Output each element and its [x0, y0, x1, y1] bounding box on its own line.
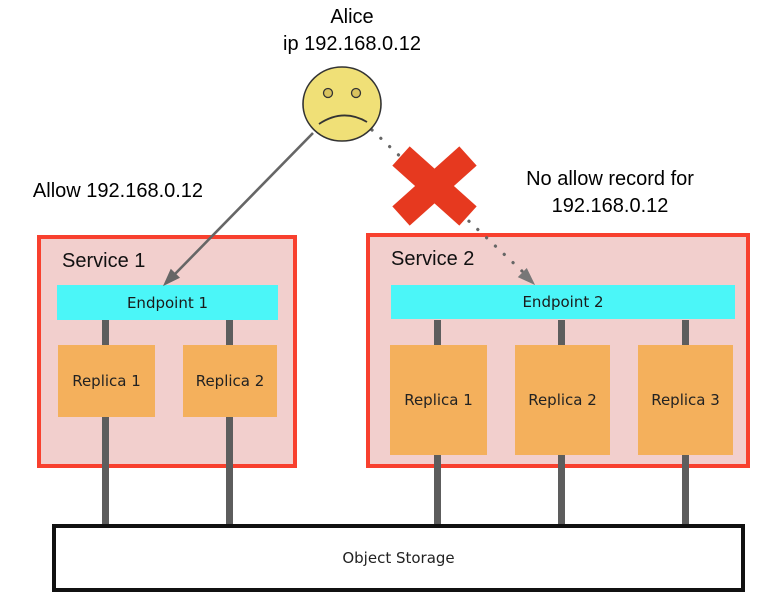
- replica-label: Replica 2: [528, 391, 597, 409]
- replica-box: Replica 2: [183, 345, 277, 417]
- endpoint-2-label: Endpoint 2: [522, 293, 604, 311]
- object-storage-label: Object Storage: [342, 549, 455, 567]
- replica-label: Replica 2: [195, 372, 265, 390]
- alice-label: Alice ip 192.168.0.12: [242, 4, 462, 58]
- endpoint-1-bar: Endpoint 1: [57, 285, 278, 320]
- replica-label: Replica 1: [72, 372, 141, 390]
- x-mark-icon: [392, 146, 477, 226]
- left-eye-icon: [322, 87, 334, 99]
- replica-box: Replica 3: [638, 345, 733, 455]
- connector-line: [226, 320, 233, 525]
- object-storage-box: Object Storage: [52, 524, 745, 592]
- endpoint-1-label: Endpoint 1: [126, 293, 209, 312]
- sad-face-icon: [302, 66, 382, 142]
- replica-label: Replica 1: [404, 391, 473, 409]
- alice-ip: ip 192.168.0.12: [283, 33, 421, 55]
- no-allow-line1: No allow record for: [526, 168, 694, 190]
- service-1-title: Service 1: [62, 250, 146, 272]
- connector-line: [102, 320, 109, 525]
- alice-name: Alice: [330, 6, 374, 28]
- replica-box: Replica 2: [515, 345, 610, 455]
- sad-mouth: [318, 114, 368, 125]
- endpoint-2-bar: Endpoint 2: [391, 285, 735, 319]
- allow-label: Allow 192.168.0.12: [32, 180, 204, 202]
- no-allow-line2: 192.168.0.12: [551, 195, 669, 217]
- face-outline: [302, 66, 382, 142]
- service-2-title: Service 2: [391, 248, 475, 270]
- no-allow-label: No allow record for 192.168.0.12: [498, 166, 722, 220]
- replica-box: Replica 1: [390, 345, 487, 455]
- replica-label: Replica 3: [651, 391, 720, 409]
- replica-box: Replica 1: [58, 345, 155, 417]
- right-eye-icon: [350, 87, 362, 99]
